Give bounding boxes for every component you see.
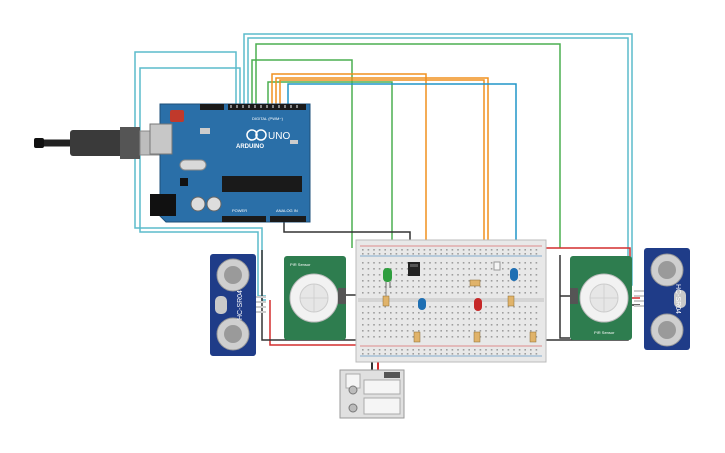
ultrasonic-sensor-left[interactable]: HC-SR04: [210, 254, 266, 356]
arduino-analog-label: ANALOG IN: [276, 208, 298, 213]
ultrasonic-sensor-right[interactable]: HC-SR04: [634, 248, 690, 350]
right-pir-label: PIR Sensor: [594, 330, 615, 335]
arduino-model: UNO: [268, 131, 290, 142]
arduino-board[interactable]: UNO ARDUINO DIGITAL (PWM~) POWER ANALOG …: [149, 103, 311, 223]
led-blue-2[interactable]: [510, 268, 518, 281]
wire-orange-1: [271, 73, 427, 296]
resistor-4: [473, 331, 481, 343]
small-component[interactable]: [493, 261, 501, 271]
left-pir-label: PIR Sensor: [290, 262, 311, 267]
arduino-brand: ARDUINO: [236, 144, 264, 150]
resistor-6: [529, 331, 537, 343]
wire-orange-2: [275, 77, 489, 262]
led-blue-1[interactable]: [418, 298, 426, 310]
pir-sensor-left[interactable]: PIR Sensor: [284, 256, 346, 340]
wire-green-1: [251, 59, 353, 248]
left-ultrasonic-label: HC-SR04: [237, 290, 244, 320]
resistor-1: [382, 288, 390, 307]
pir-sensor-right[interactable]: PIR Sensor: [570, 256, 632, 340]
breadboard[interactable]: [355, 239, 547, 363]
resistor-5: [507, 295, 515, 307]
led-red[interactable]: [474, 298, 482, 311]
led-green[interactable]: [383, 268, 392, 288]
resistors[interactable]: [382, 279, 537, 343]
resistor-2: [413, 331, 421, 343]
power-module[interactable]: [339, 369, 405, 419]
wire-teal-1: [287, 83, 517, 268]
ic-chip[interactable]: [408, 262, 420, 276]
wire-black-right2: [559, 255, 570, 339]
wire-green-2: [255, 43, 561, 248]
wire-red-left: [269, 300, 362, 346]
arduino-power-label: POWER: [232, 208, 247, 213]
right-ultrasonic-label: HC-SR04: [674, 284, 681, 314]
arduino-digital-label: DIGITAL (PWM~): [252, 116, 284, 121]
resistor-3: [469, 279, 481, 287]
wire-orange-3: [279, 79, 485, 300]
wire-green-3: [267, 81, 393, 270]
